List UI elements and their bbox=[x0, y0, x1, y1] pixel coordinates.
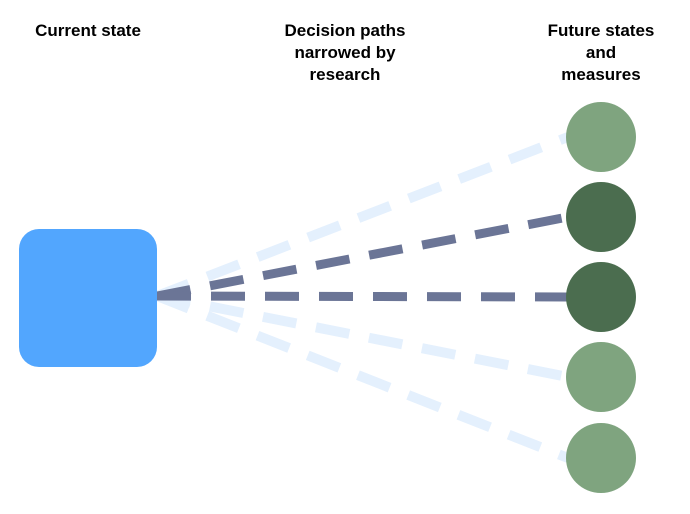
future-state-node-3 bbox=[566, 262, 636, 332]
paths-layer bbox=[155, 132, 570, 463]
future-states-heading-line-3: measures bbox=[561, 65, 641, 84]
future-state-node-4 bbox=[566, 342, 636, 412]
decision-path-2 bbox=[156, 212, 569, 301]
decision-paths-heading-line-2: narrowed by bbox=[294, 43, 396, 62]
future-state-node-1 bbox=[566, 102, 636, 172]
decision-paths-heading-line-1: Decision paths bbox=[284, 21, 406, 40]
decision-path-3 bbox=[156, 291, 569, 302]
future-states-layer bbox=[566, 102, 636, 493]
decision-path-5 bbox=[155, 291, 570, 463]
future-states-heading-line-2: and bbox=[585, 43, 617, 62]
future-states-heading: Future states and measures bbox=[530, 20, 672, 86]
decision-paths-heading: Decision paths narrowed by research bbox=[262, 20, 428, 86]
future-state-node-2 bbox=[566, 182, 636, 252]
decision-path-4 bbox=[156, 291, 569, 382]
current-state-heading: Current state bbox=[18, 20, 158, 42]
current-state-heading-line-1: Current state bbox=[35, 21, 141, 40]
current-state-box bbox=[19, 229, 157, 367]
future-state-node-5 bbox=[566, 423, 636, 493]
decision-path-1 bbox=[155, 132, 570, 301]
future-states-heading-line-1: Future states bbox=[547, 21, 655, 40]
decision-paths-heading-line-3: research bbox=[309, 65, 381, 84]
